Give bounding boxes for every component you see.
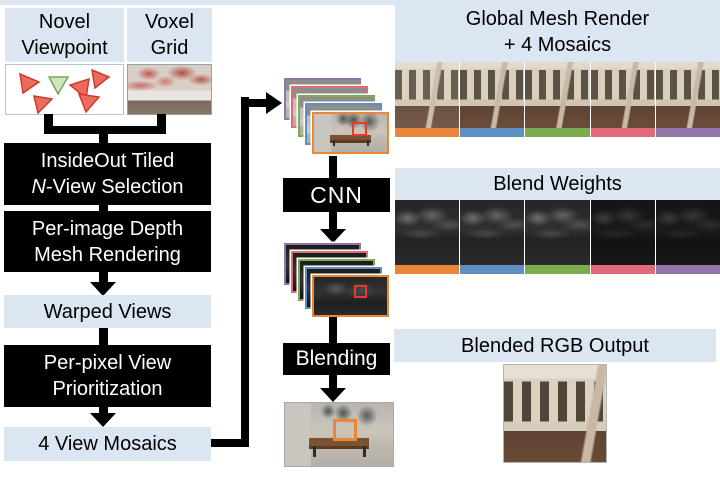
novel-viewpoint-line2: Viewpoint	[21, 37, 108, 59]
arrow-down-icon	[320, 388, 346, 402]
weight-image	[590, 200, 655, 265]
bench	[308, 438, 370, 450]
warped-views-box: Warped Views	[4, 295, 211, 328]
arrow-down-icon	[90, 413, 116, 427]
global-mesh-line1: Global Mesh Render	[465, 8, 650, 30]
bench-leg	[366, 140, 369, 147]
novel-viewpoint-line1: Novel	[38, 11, 91, 33]
arrow-stem-blending	[329, 375, 337, 389]
mosaic-image	[655, 62, 720, 128]
mosaic-tile	[655, 62, 720, 137]
depth-mesh-line2: Mesh Rendering	[34, 243, 181, 266]
blend-weights-label: Blend Weights	[493, 173, 622, 195]
cnn-label: CNN	[310, 182, 363, 208]
tile-color-bar-blue	[460, 128, 525, 137]
blend-weights-strip	[395, 200, 720, 274]
connector-stack-cnn	[329, 156, 337, 178]
blending-box: Blending	[283, 343, 390, 375]
mosaic-tile	[460, 62, 525, 137]
weight-image	[395, 200, 460, 265]
final-render-image	[284, 402, 394, 467]
warped-views-label: Warped Views	[43, 300, 172, 323]
arrow-down-icon	[90, 282, 116, 296]
tile-color-bar-purple	[655, 265, 720, 274]
global-mesh-header: Global Mesh Render + 4 Mosaics	[395, 2, 720, 62]
weight-image	[460, 200, 525, 265]
arrow-right-icon	[266, 92, 282, 114]
camera-triangles-icon	[19, 68, 111, 115]
connector-bracket-stem	[99, 134, 108, 144]
voxel-grid-line1: Voxel	[145, 11, 194, 33]
tile-color-bar-green	[525, 265, 590, 274]
tile-color-bar-blue	[460, 265, 525, 274]
bench	[330, 135, 371, 144]
blended-rgb-label: Blended RGB Output	[461, 334, 649, 357]
mosaic-image	[460, 62, 525, 128]
prioritization-box: Per-pixel View Prioritization	[4, 345, 211, 407]
patch-highlight-orange	[333, 419, 357, 441]
prioritization-line1: Per-pixel View	[43, 352, 172, 374]
voxel-grid-thumbnail	[127, 64, 212, 115]
weight-tile	[590, 200, 655, 274]
weight-image	[655, 200, 720, 265]
nview-selection-line2: N-View Selection	[31, 176, 184, 198]
arrow-down-icon	[320, 229, 346, 243]
bench-leg	[362, 446, 366, 457]
camera-poses-diagram	[5, 64, 124, 115]
connector-mosaics-top	[249, 99, 267, 107]
blended-rgb-image	[503, 364, 607, 463]
global-mesh-strip	[395, 62, 720, 137]
top-divider-strip	[0, 0, 720, 5]
global-mesh-line2: + 4 Mosaics	[503, 34, 612, 56]
mesh-render-image	[395, 62, 460, 128]
depth-mesh-box: Per-image Depth Mesh Rendering	[4, 211, 211, 272]
connector-stem-1	[99, 205, 108, 212]
blended-rgb-header: Blended RGB Output	[394, 329, 716, 362]
cnn-box: CNN	[283, 178, 390, 212]
blend-weights-header: Blend Weights	[395, 168, 720, 200]
arrow-stem-2	[99, 272, 108, 283]
prioritization-line2: Prioritization	[52, 378, 163, 400]
patch-highlight-red	[354, 285, 367, 298]
tile-color-bar-pink	[590, 128, 655, 137]
nview-selection-line1: InsideOut Tiled	[40, 150, 175, 172]
weight-image	[525, 200, 590, 265]
tile-color-bar-green	[525, 128, 590, 137]
weight-tile	[655, 200, 720, 274]
mosaic-tile	[525, 62, 590, 137]
mosaic-image	[525, 62, 590, 128]
four-view-mosaics-label: 4 View Mosaics	[38, 433, 177, 455]
tile-color-bar-pink	[590, 265, 655, 274]
weight-tile	[525, 200, 590, 274]
depth-mesh-line1: Per-image Depth	[31, 217, 184, 240]
mosaic-tile	[590, 62, 655, 137]
novel-viewpoint-label: Novel Viewpoint	[5, 8, 124, 62]
weight-layer-orange	[312, 275, 389, 317]
connector-novel-stub	[44, 114, 53, 128]
voxel-grid-label: Voxel Grid	[127, 8, 212, 62]
connector-stem-3	[99, 328, 108, 345]
connector-mosaics-horizontal	[211, 439, 249, 447]
blending-label: Blending	[295, 347, 378, 370]
weight-tile	[395, 200, 460, 274]
bench-leg	[332, 140, 336, 147]
mosaic-image	[590, 62, 655, 128]
tile-color-bar-purple	[655, 128, 720, 137]
mosaic-layer-orange	[312, 112, 389, 154]
connector-bracket-bar	[44, 126, 166, 134]
tile-color-bar-orange	[395, 265, 460, 274]
voxel-grid-line2: Grid	[150, 37, 189, 59]
arrow-stem-cnn	[329, 212, 337, 230]
connector-voxel-stub	[157, 114, 166, 128]
patch-highlight-red	[352, 122, 367, 136]
nview-selection-box: InsideOut Tiled N-View Selection	[4, 143, 211, 205]
tile-color-bar-orange	[395, 128, 460, 137]
weight-tile	[460, 200, 525, 274]
connector-mosaics-vertical	[241, 97, 249, 447]
bench-leg	[313, 446, 317, 457]
connector-stack-blending	[329, 317, 337, 343]
arrow-stem-4	[99, 407, 108, 415]
mosaic-tile	[395, 62, 460, 137]
four-view-mosaics-box: 4 View Mosaics	[4, 427, 211, 461]
